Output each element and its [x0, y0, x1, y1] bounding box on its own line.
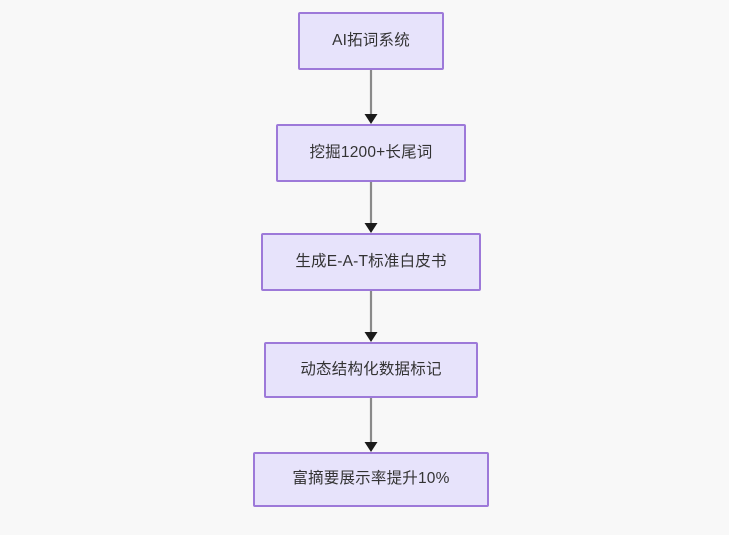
- flow-node-5[interactable]: 富摘要展示率提升10%: [253, 452, 489, 507]
- flow-arrow-3: [364, 291, 378, 342]
- flow-node-label: 挖掘1200+长尾词: [309, 143, 433, 161]
- flow-arrowhead-icon: [364, 114, 378, 124]
- flow-node-label: 富摘要展示率提升10%: [292, 470, 450, 488]
- flow-node-3[interactable]: 生成E-A-T标准白皮书: [261, 233, 481, 291]
- flow-arrowhead-icon: [364, 223, 378, 233]
- flow-node-1[interactable]: AI拓词系统: [298, 12, 444, 70]
- flow-arrowhead-icon: [364, 332, 378, 342]
- flow-node-label: 动态结构化数据标记: [300, 360, 442, 378]
- flow-node-label: 生成E-A-T标准白皮书: [295, 252, 447, 270]
- flow-node-4[interactable]: 动态结构化数据标记: [264, 342, 478, 398]
- flow-node-label: AI拓词系统: [332, 31, 410, 49]
- flow-arrow-4: [364, 398, 378, 452]
- flow-arrow-2: [364, 182, 378, 233]
- flow-arrowhead-icon: [364, 442, 378, 452]
- flow-node-2[interactable]: 挖掘1200+长尾词: [276, 124, 466, 182]
- flow-arrow-1: [364, 70, 378, 124]
